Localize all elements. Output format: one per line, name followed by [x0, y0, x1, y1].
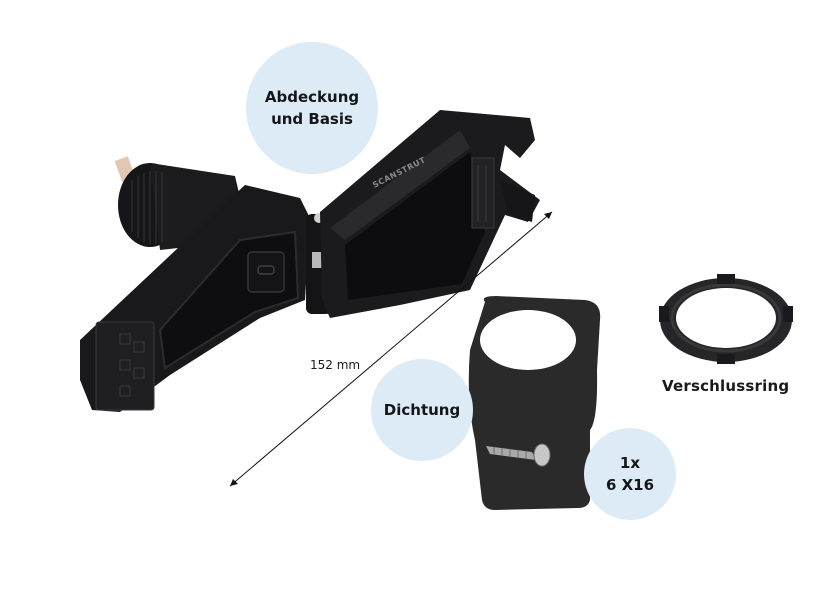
seal-label: Dichtung [383, 401, 461, 419]
screw [486, 443, 551, 467]
cover-and-base-badge: Abdeckung und Basis [246, 42, 378, 174]
screw-badge: 1x 6 X16 [584, 428, 676, 520]
cover-housing [320, 110, 540, 318]
dimension-arrow [229, 211, 553, 487]
locking-ring [659, 274, 793, 364]
screw-size-label: 6 X16 [605, 476, 655, 494]
gasket [468, 296, 601, 510]
base-housing [80, 185, 310, 412]
cover-label-line1: Abdeckung [264, 88, 360, 106]
seal-badge: Dichtung [371, 359, 473, 461]
locking-ring-label: Verschlussring [662, 377, 790, 395]
dimension-label: 152 mm [310, 358, 361, 372]
screw-qty-label: 1x [619, 454, 641, 472]
cover-label-line2: und Basis [271, 110, 353, 128]
